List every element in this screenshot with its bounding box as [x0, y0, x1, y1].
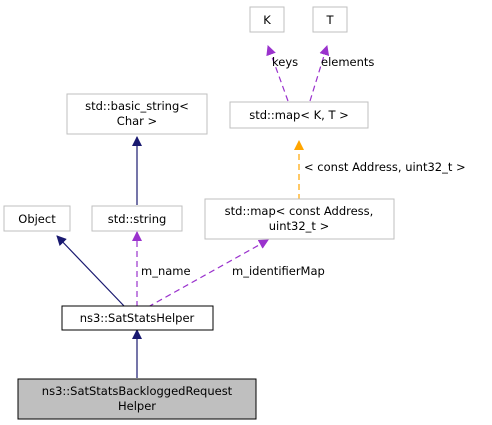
node-t-label: T	[325, 13, 334, 27]
node-std-string[interactable]: std::string	[91, 205, 183, 232]
node-k-label: K	[263, 13, 271, 27]
edge-helper-inherits-object	[56, 235, 126, 308]
node-backlogged-request-helper-line2: Helper	[118, 399, 156, 413]
node-basic-string[interactable]: std::basic_string< Char >	[66, 93, 208, 135]
node-std-map-address-line2: uint32_t >	[269, 219, 329, 233]
node-object[interactable]: Object	[3, 205, 71, 232]
node-std-string-label: std::string	[108, 212, 167, 226]
edge-m-identifier-map	[147, 239, 269, 308]
node-sat-stats-helper-label: ns3::SatStatsHelper	[80, 311, 195, 325]
edge-label-m-identifier-map: m_identifierMap	[232, 264, 325, 278]
node-backlogged-request-helper-line1: ns3::SatStatsBackloggedRequest	[42, 384, 233, 398]
node-std-map-k-t[interactable]: std::map< K, T >	[229, 101, 369, 129]
node-std-map-k-t-label: std::map< K, T >	[249, 108, 349, 122]
edge-label-elements: elements	[321, 55, 374, 69]
node-std-map-address[interactable]: std::map< const Address, uint32_t >	[204, 198, 395, 240]
node-k[interactable]: K	[249, 6, 285, 33]
node-sat-stats-helper[interactable]: ns3::SatStatsHelper	[61, 305, 214, 331]
edge-label-template-args: < const Address, uint32_t >	[304, 160, 466, 174]
node-basic-string-line2: Char >	[117, 114, 157, 128]
node-backlogged-request-helper[interactable]: ns3::SatStatsBackloggedRequest Helper	[17, 378, 257, 420]
node-basic-string-line1: std::basic_string<	[85, 99, 189, 113]
node-t[interactable]: T	[312, 6, 348, 33]
node-object-label: Object	[18, 212, 56, 226]
edge-label-m-name: m_name	[141, 264, 191, 278]
node-std-map-address-line1: std::map< const Address,	[225, 204, 374, 218]
edge-label-keys: keys	[272, 55, 298, 69]
